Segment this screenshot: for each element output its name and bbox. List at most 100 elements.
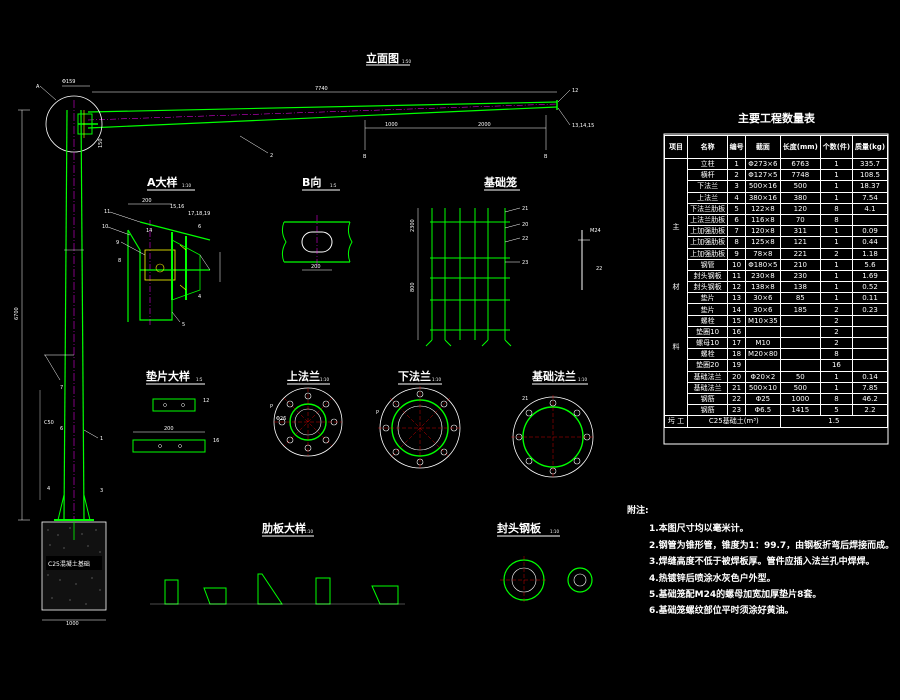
table-cell: 2 [819,336,853,350]
table-cell: 1 [819,180,853,193]
foundation-cage: 基础笼 2300 800 21 20 22 23 M24 22 [410,175,602,347]
rib-title: 肋板大样 [262,521,306,535]
detail-a-title: A大样 [147,175,178,189]
table-cell: 138 [779,281,821,294]
washer-dim-200: 200 [164,426,174,432]
table-cell [745,359,781,372]
end-plate: 封头钢板 1:10 [497,521,593,604]
table-cell: 1 [819,191,853,204]
table-cell: 1.5 [779,415,889,428]
cage-dim-2300: 2300 [410,219,416,232]
table-cell: 2 [819,303,853,316]
table-cell: 1415 [779,404,821,417]
table-cell: 2.2 [851,404,889,417]
concrete-hatch [47,527,101,605]
table-cell: 500×10 [745,381,781,394]
foundation-flange-title: 基础法兰 [531,369,576,383]
table-cell: 30×6 [745,292,781,305]
table-cell: 1 [819,281,853,294]
elevation-view: 立面图 1:50 7740 1000 2000 B B 12 13,14,15 … [14,51,594,627]
table-cell: Φ6.5 [745,404,781,417]
table-cell: 46.2 [851,392,889,406]
table-cell: 18.37 [851,180,889,193]
table-cell: 20 [727,370,747,383]
table-cell: 上法兰 [686,191,729,204]
table-cell: 4.1 [851,202,889,215]
table-cell: 108.5 [851,169,889,182]
detail-a-callout-5: 5 [182,322,185,328]
table-cell [779,359,821,372]
detail-a-callout-171819: 17,18,19 [188,211,210,217]
table-cell: 1.18 [851,247,889,260]
view-b-title: B向 [302,175,321,189]
table-group-earthwork: 圬 工 [664,415,688,428]
lower-flange-scale: 1:10 [432,377,441,382]
upper-flange-dia: Φ26 [276,416,286,422]
table-cell: 上加强肋板 [686,247,729,260]
table-cell: 11 [727,269,747,283]
detail-a-callout-14: 14 [146,228,152,234]
table-cell: 4 [727,191,747,204]
table-cell: 10 [727,258,747,271]
table-cell: 垫片 [686,303,729,316]
table-cell: 1 [819,258,853,271]
table-cell: 8 [819,202,853,215]
detail-a-callout-6: 6 [198,224,201,230]
table-cell [779,314,821,327]
detail-a-callout-10: 10 [102,224,108,230]
table-cell: M20×80 [745,348,781,361]
callout-4: 4 [47,486,50,492]
table-cell: 垫片 [686,292,729,305]
table-cell: 上法兰肋板 [686,213,729,227]
upper-flange: 上法兰 1:10 Φ26 P [270,369,343,457]
table-cell: 7 [727,225,747,238]
table-cell: 311 [779,225,821,238]
table-cell [851,325,889,339]
table-cell: 1 [819,236,853,249]
upper-flange-scale: 1:10 [320,377,329,382]
foundation-flange-callout-21: 21 [522,396,528,402]
detail-a-scale: 1:10 [182,183,191,188]
rib-detail: 肋板大样 1:10 [150,521,405,605]
table-cell: 钢筋 [686,404,729,417]
callout-13: 13,14,15 [572,123,594,129]
table-cell: 2 [727,169,747,182]
table-cell: 18 [727,348,747,361]
dim-2000: 2000 [478,122,491,128]
table-cell: 8 [819,392,853,406]
callout-3: 3 [100,488,103,494]
note-item: 1.本图尺寸均以毫米计。 [649,524,749,535]
cage-dim-800: 800 [410,282,416,292]
foundation-flange-scale: 1:10 [578,377,587,382]
callout-2: 2 [270,153,273,159]
table-cell: 7.54 [851,191,889,204]
detail-a-callout-8: 8 [118,258,121,264]
table-cell: 16 [819,359,853,372]
table-cell: 78×8 [745,247,781,260]
end-plate-title: 封头钢板 [497,521,542,535]
group-char: 材 [672,283,680,292]
cage-callout-22: 22 [522,236,528,242]
cage-m24: M24 [590,228,601,234]
table-cell: 14 [727,303,747,316]
table-cell: Φ273×6 [745,157,781,171]
table-cell [851,336,889,350]
lower-flange-title: 下法兰 [398,369,431,383]
table-cell: 500 [779,381,821,394]
table-header-cell: 编号 [727,135,747,159]
table-cell: 335.7 [851,157,889,171]
washer-scale: 1:5 [196,377,203,382]
dim-height: 6700 [14,307,20,320]
